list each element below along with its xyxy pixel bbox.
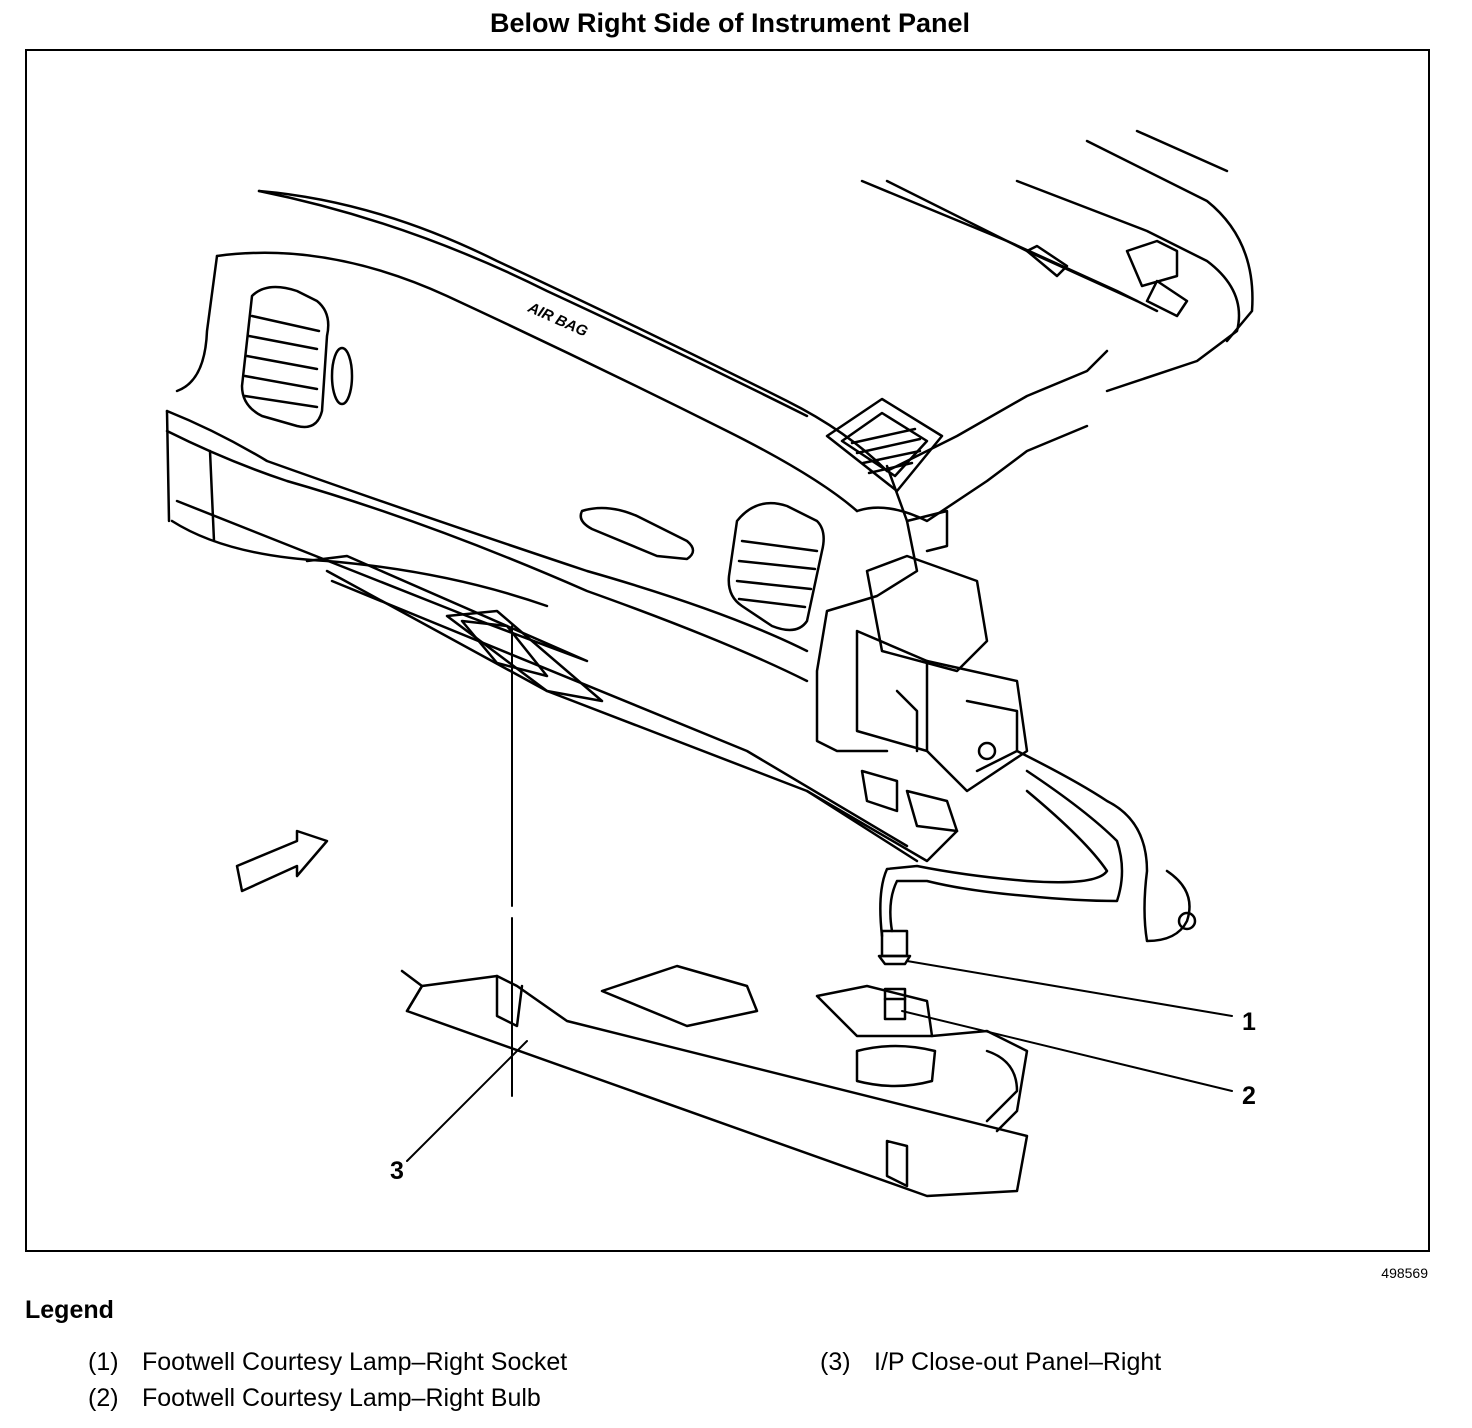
lower-dash-panel [175,499,959,863]
lamp-socket [877,929,912,966]
callout-2: 2 [1242,1082,1256,1110]
lamp-lens-housing [855,1044,937,1088]
center-air-vent [825,397,944,493]
legend-label: I/P Close-out Panel–Right [874,1348,1162,1376]
direction-arrow [235,829,329,893]
diagram-title: Below Right Side of Instrument Panel [489,8,971,38]
airbag-marking: AIR BAG [524,299,590,341]
legend-item-3: (3) I/P Close-out Panel–Right [820,1348,1161,1377]
leader-line-2 [901,1010,1233,1092]
figure-number: 498569 [1381,1265,1428,1281]
instrument-panel-illustration: AIR BAG [165,129,1256,1198]
legend-label: Footwell Courtesy Lamp–Right Bulb [142,1384,541,1412]
legend-heading: Legend [25,1296,114,1324]
legend-label: Footwell Courtesy Lamp–Right Socket [142,1348,568,1376]
dash-right-end [815,129,1254,753]
wiring-harness [879,749,1197,943]
lamp-bulb [883,987,907,1021]
legend-number: (2) [88,1384,119,1412]
leader-line-3 [406,1040,528,1162]
diagram-frame: AIR BAG [25,49,1430,1252]
callout-3: 3 [390,1157,404,1185]
legend-item-1: (1) Footwell Courtesy Lamp–Right Socket [88,1348,567,1377]
legend-number: (1) [88,1348,119,1376]
emblem-badge [579,506,695,561]
legend-item-2: (2) Footwell Courtesy Lamp–Right Bulb [88,1384,541,1413]
wiring-connector-block [855,554,1029,833]
right-air-vent [727,501,825,632]
dashboard-outline [165,189,889,683]
left-air-vent [240,285,354,429]
leader-line-1 [906,960,1233,1017]
closeout-panel [400,964,1029,1198]
callout-1: 1 [1242,1008,1256,1036]
legend-number: (3) [820,1348,851,1376]
